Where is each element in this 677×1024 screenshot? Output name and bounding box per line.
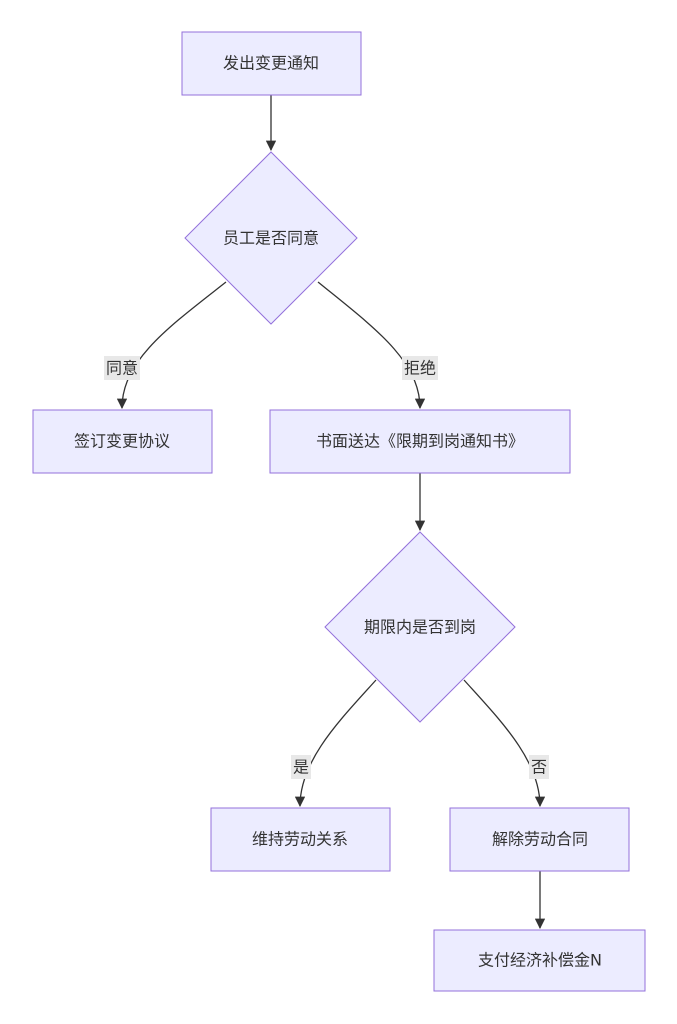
edge-agree-to-deliver [317,281,426,410]
edge-label-refuse-bg [402,356,438,380]
node-terminate-contract: 解除劳动合同 [449,807,630,872]
edge-label-no: 否 [531,758,547,777]
node-pay-compensation-label: 支付经济补偿金N [478,951,602,970]
node-send-notice: 发出变更通知 [181,31,362,96]
node-deliver-notice-label: 书面送达《限期到岗通知书》 [316,432,524,451]
node-terminate-contract-label: 解除劳动合同 [492,830,588,849]
node-report-in-time: 期限内是否到岗 [324,531,516,723]
node-deliver-notice: 书面送达《限期到岗通知书》 [269,409,571,474]
node-sign-agreement: 签订变更协议 [32,409,213,474]
node-report-in-time-label: 期限内是否到岗 [364,618,476,637]
node-maintain-relation-label: 维持劳动关系 [252,830,348,849]
edges [116,95,546,930]
edge-label-no-bg [529,755,549,779]
edge-label-agree-bg [104,356,140,380]
edge-report-to-terminate [463,679,546,808]
edge-report-to-maintain [294,679,377,808]
edge-label-agree: 同意 [106,359,138,378]
edge-label-yes: 是 [293,758,309,777]
edge-labels: 同意 拒绝 是 否 [104,356,549,779]
node-maintain-relation: 维持劳动关系 [210,807,391,872]
node-employee-agree-label: 员工是否同意 [223,229,319,248]
edge-agree-to-sign [116,281,227,410]
node-sign-agreement-label: 签订变更协议 [74,432,170,451]
node-send-notice-label: 发出变更通知 [223,54,319,73]
edge-label-yes-bg [291,755,311,779]
edge-label-refuse: 拒绝 [404,359,436,378]
node-employee-agree: 员工是否同意 [184,151,358,325]
node-pay-compensation: 支付经济补偿金N [433,929,646,992]
